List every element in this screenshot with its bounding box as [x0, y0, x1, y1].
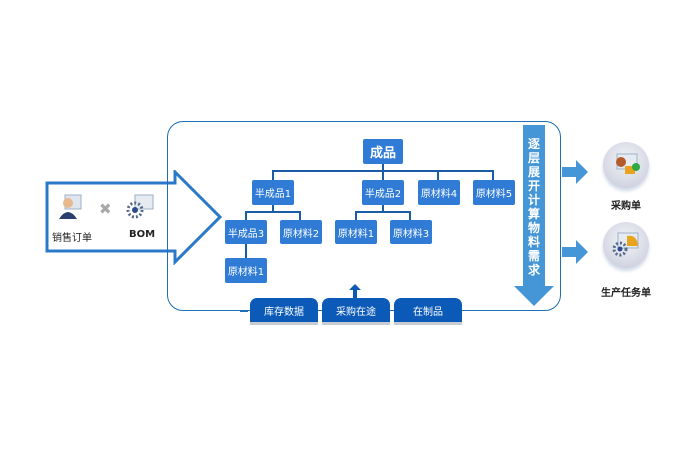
multiply-icon: ✖ — [99, 200, 112, 218]
bom-label: BOM — [128, 229, 156, 240]
tree-node: 原材料5 — [473, 180, 515, 205]
connector — [409, 211, 411, 220]
connector — [382, 205, 384, 212]
connector — [245, 211, 247, 220]
right-arrow-icon — [562, 240, 588, 264]
process-char: 需 — [527, 248, 540, 263]
connector — [382, 163, 384, 171]
connector — [299, 211, 301, 220]
up-arrow-icon — [349, 284, 361, 300]
connector — [272, 170, 274, 180]
connector — [272, 205, 274, 212]
connector — [382, 170, 384, 180]
purchase-order-label: 采购单 — [611, 201, 641, 212]
tree-node: 半成品2 — [362, 180, 404, 205]
connector — [355, 211, 411, 213]
process-char: 料 — [527, 234, 540, 249]
tab-work-in-process[interactable]: 在制品 — [394, 298, 462, 322]
expand-calc-arrow: 逐 层 展 开 计 算 物 料 需 求 — [523, 125, 545, 288]
process-char: 层 — [527, 150, 540, 165]
process-char: 展 — [527, 164, 540, 179]
tree-node: 原材料1 — [335, 220, 377, 244]
down-arrow-head — [514, 286, 554, 306]
process-char: 开 — [527, 178, 540, 193]
process-char: 逐 — [527, 136, 540, 151]
tree-node: 原材料2 — [280, 220, 322, 244]
process-char: 计 — [527, 192, 540, 207]
tree-node: 半成品1 — [252, 180, 294, 205]
connector — [245, 211, 301, 213]
tab-inventory-data[interactable]: 库存数据 — [250, 298, 318, 322]
tree-node: 原材料4 — [418, 180, 460, 205]
sales-order-label: 销售订单 — [52, 233, 92, 244]
tree-node-root: 成品 — [363, 139, 403, 164]
connector — [355, 211, 357, 220]
tab-purchase-in-transit[interactable]: 采购在途 — [322, 298, 390, 322]
production-task-label: 生产任务单 — [601, 288, 651, 299]
process-char: 算 — [527, 206, 540, 221]
connector — [245, 244, 247, 258]
purchase-order-icon — [603, 142, 649, 188]
tab-connector — [240, 310, 248, 312]
bom-gear-icon — [125, 193, 155, 219]
process-char: 物 — [527, 220, 540, 235]
tree-node: 原材料1 — [225, 258, 267, 283]
connector — [437, 170, 439, 180]
tree-node: 半成品3 — [225, 220, 267, 244]
connector — [492, 170, 494, 180]
salesperson-icon — [57, 193, 83, 219]
tree-node: 原材料3 — [390, 220, 432, 244]
process-char: 求 — [527, 262, 540, 277]
production-task-icon — [603, 222, 649, 268]
right-arrow-icon — [562, 160, 588, 184]
